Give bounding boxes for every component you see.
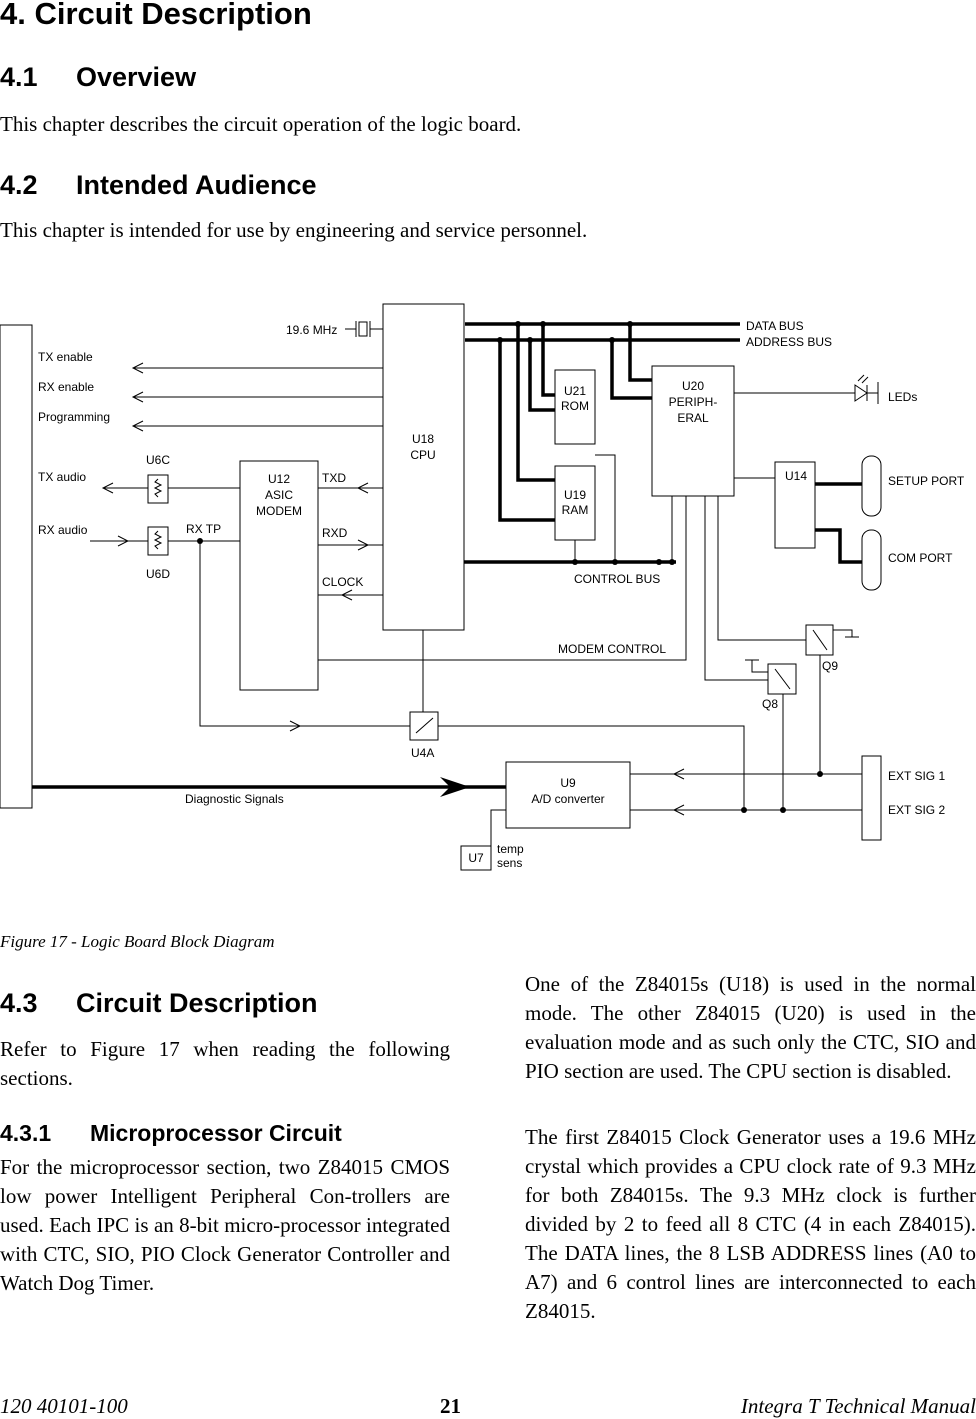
rxd-label: RXD bbox=[322, 526, 348, 540]
u21-label: U21 bbox=[564, 384, 586, 398]
u14-block bbox=[774, 461, 816, 549]
ext-sig-1-label: EXT SIG 1 bbox=[888, 769, 945, 783]
ext-sig-2-label: EXT SIG 2 bbox=[888, 803, 945, 817]
periph-label: PERIPH- bbox=[669, 395, 718, 409]
rx-enable-label: RX enable bbox=[38, 380, 94, 394]
leds-label: LEDs bbox=[888, 390, 917, 404]
q9-label: Q9 bbox=[822, 659, 838, 673]
cpu-label: CPU bbox=[410, 448, 435, 462]
figure-caption: Figure 17 - Logic Board Block Diagram bbox=[0, 932, 275, 951]
footer-page-number: 21 bbox=[440, 1394, 461, 1418]
tx-audio-label: TX audio bbox=[38, 470, 86, 484]
chapter-title: 4. Circuit Description bbox=[0, 0, 312, 31]
modem-control-label: MODEM CONTROL bbox=[558, 642, 666, 656]
left-signal-lines bbox=[131, 362, 383, 432]
setup-port-label: SETUP PORT bbox=[888, 474, 965, 488]
section-number: 4.3 bbox=[0, 988, 38, 1018]
right-paragraph-2: The first Z84015 Clock Generator uses a … bbox=[525, 1125, 976, 1323]
programming-label: Programming bbox=[38, 410, 110, 424]
sens-label: sens bbox=[497, 856, 522, 870]
u12-label: U12 bbox=[268, 472, 290, 486]
section-number: 4.2 bbox=[0, 170, 38, 200]
section-heading-overview: 4.1 Overview bbox=[0, 62, 196, 93]
circuit-text: Refer to Figure 17 when reading the foll… bbox=[0, 1037, 450, 1090]
section-heading-circuit: 4.3 Circuit Description bbox=[0, 988, 318, 1019]
section-title: Microprocessor Circuit bbox=[90, 1120, 342, 1146]
u20-peripheral-block bbox=[651, 365, 735, 497]
ram-label: RAM bbox=[562, 503, 589, 517]
section-number: 4.1 bbox=[0, 62, 38, 92]
crystal-label: 19.6 MHz bbox=[286, 323, 337, 337]
u21-rom-block bbox=[554, 369, 596, 445]
u14-label: U14 bbox=[785, 469, 807, 483]
u19-label: U19 bbox=[564, 488, 586, 502]
u7-temp-sensor-block bbox=[460, 845, 492, 871]
u6c-label: U6C bbox=[146, 453, 170, 467]
ad-converter-label: A/D converter bbox=[531, 792, 604, 806]
txd-label: TXD bbox=[322, 471, 346, 485]
micro-text: For the microprocessor section, two Z840… bbox=[0, 1155, 450, 1295]
rx-tp-label: RX TP bbox=[186, 522, 221, 536]
section-title: Overview bbox=[76, 62, 197, 92]
rom-label: ROM bbox=[561, 399, 589, 413]
u9-ad-converter-block bbox=[505, 761, 631, 829]
u20-label: U20 bbox=[682, 379, 704, 393]
address-bus-label: ADDRESS BUS bbox=[746, 335, 832, 349]
section-heading-micro: 4.3.1 Microprocessor Circuit bbox=[0, 1120, 342, 1147]
u6d-label: U6D bbox=[146, 567, 170, 581]
crystal-icon bbox=[345, 321, 383, 337]
audience-text: This chapter is intended for use by engi… bbox=[0, 218, 588, 242]
asic-label: ASIC bbox=[265, 488, 293, 502]
u18-cpu-block bbox=[382, 303, 465, 631]
temp-label: temp bbox=[497, 842, 524, 856]
modem-label: MODEM bbox=[256, 504, 302, 518]
diagnostic-arrow-icon bbox=[440, 777, 470, 797]
section-number: 4.3.1 bbox=[0, 1120, 52, 1146]
control-bus-label: CONTROL BUS bbox=[574, 572, 660, 586]
com-port-connector bbox=[861, 529, 882, 591]
u18-label: U18 bbox=[412, 432, 434, 446]
board-connector bbox=[0, 324, 33, 809]
logic-board-block-diagram: DATA BUS ADDRESS BUS 19.6 MHz U18 CPU TX… bbox=[0, 303, 965, 871]
rx-audio-label: RX audio bbox=[38, 523, 88, 537]
clock-label: CLOCK bbox=[322, 575, 363, 589]
u12-modem-block bbox=[239, 460, 319, 691]
u7-label: U7 bbox=[468, 851, 484, 865]
section-title: Intended Audience bbox=[76, 170, 317, 200]
setup-port-connector bbox=[861, 455, 882, 517]
diagnostic-label: Diagnostic Signals bbox=[185, 792, 284, 806]
tx-enable-label: TX enable bbox=[38, 350, 93, 364]
u9-label: U9 bbox=[560, 776, 576, 790]
overview-text: This chapter describes the circuit opera… bbox=[0, 112, 522, 136]
right-paragraph-1: One of the Z84015s (U18) is used in the … bbox=[525, 972, 976, 1083]
data-bus-label: DATA BUS bbox=[746, 319, 804, 333]
ext-signal-connector bbox=[861, 755, 882, 841]
section-heading-audience: 4.2 Intended Audience bbox=[0, 170, 317, 201]
footer-doc-number: 120 40101-100 bbox=[0, 1394, 128, 1418]
led-icon bbox=[854, 374, 879, 404]
eral-label: ERAL bbox=[677, 411, 709, 425]
u4a-label: U4A bbox=[411, 746, 434, 760]
com-port-label: COM PORT bbox=[888, 551, 953, 565]
footer-manual-title: Integra T Technical Manual bbox=[740, 1394, 976, 1418]
q8-label: Q8 bbox=[762, 697, 778, 711]
section-title: Circuit Description bbox=[76, 988, 318, 1018]
